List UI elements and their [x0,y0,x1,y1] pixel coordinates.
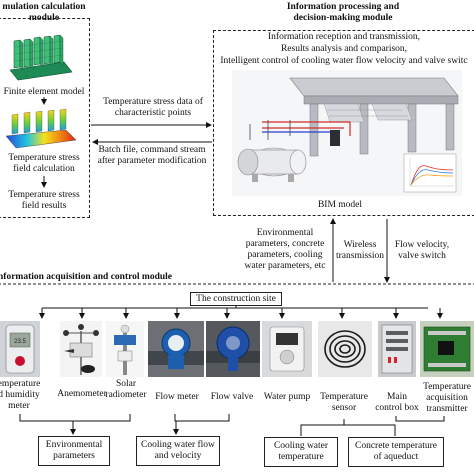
device-label-flowvalve: Flow valve [210,392,254,402]
temperature-sensor-photo [318,321,372,377]
construction-site-box: The construction site [190,292,282,306]
temperature-stress-field-image [4,106,80,150]
simulation-module-frame [0,18,90,218]
device-label-pump: Water pump [263,392,311,402]
main-control-box-photo [378,321,416,377]
processing-line-3: Intelligent control of cooling water flo… [220,56,468,66]
flow-label-stress-data: Temperature stress data of characteristi… [103,97,203,118]
device-label-tempsensor: Temperature sensor [320,392,368,413]
simulation-module-title: mulation calculation module [2,2,86,23]
flow-valve-photo [206,321,260,377]
device-label-transmitter: Temperature acquisition transmitter [423,382,471,414]
stress-field-calculation-label: Temperature stress field calculation [8,153,80,174]
output-cooling-water-flow: Cooling water flow and velocity [136,436,220,466]
flow-label-flow-valve: Flow velocity, valve switch [394,240,450,261]
acquisition-module-title: nformation acquisition and control modul… [0,272,176,283]
flow-label-batch-file: Batch file, command stream after paramet… [97,145,207,166]
svg-text:23.5: 23.5 [14,339,26,345]
bim-model-label: BIM model [317,200,363,210]
humidity-meter-photo: 23.5 [0,321,40,377]
anemometer-photo [60,321,102,377]
temperature-transmitter-photo [420,321,474,377]
finite-element-model-label: Finite element model [3,87,85,97]
flow-meter-photo [148,321,204,377]
processing-line-2: Results analysis and comparison, [280,44,408,54]
device-label-anemometer: Anemometer [57,389,107,399]
device-label-radiometer: Solar radiometer [105,379,147,400]
device-label-controlbox: Main control box [375,392,419,413]
processing-line-1: Information reception and transmission, [268,32,420,42]
device-label-humidity: emperature d humidity meter [0,379,41,411]
stress-field-results-label: Temperature stress field results [8,190,80,211]
flow-label-wireless: Wireless transmission [335,240,385,261]
device-label-flowmeter: Flow meter [155,392,199,402]
output-concrete-temperature: Concrete temperature of aqueduct [348,437,444,467]
output-environmental-parameters: Environmental parameters [38,436,110,466]
finite-element-model-image [6,32,76,82]
bim-model-image [232,70,462,196]
processing-module-title: Information processing and decision-maki… [286,2,400,23]
water-pump-photo [262,321,312,377]
output-cooling-water-temperature: Cooling water temperature [264,437,338,467]
solar-radiometer-photo [106,321,144,377]
processing-module-frame [213,30,474,216]
flow-label-environmental-parameters: Environmental parameters, concrete param… [244,228,326,271]
